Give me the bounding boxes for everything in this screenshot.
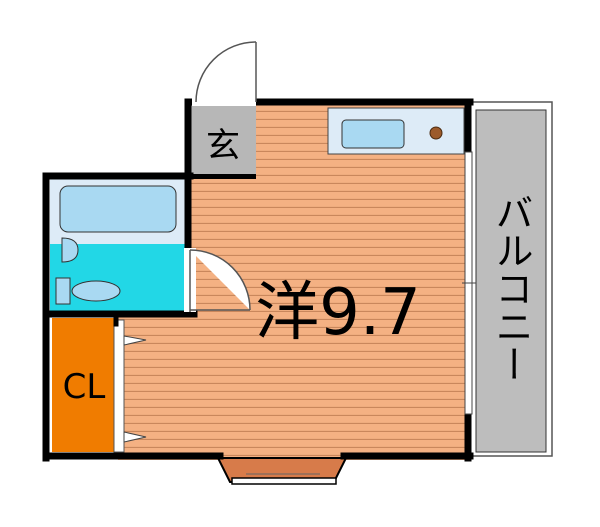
balcony-label: バルコニー (489, 193, 533, 383)
kitchen-counter-icon (327, 107, 465, 155)
toilet-tank (55, 277, 71, 305)
sink-icon (61, 237, 79, 263)
door-swing-icon (184, 248, 251, 312)
toilet-bowl (71, 280, 121, 302)
sink-icon (341, 119, 405, 149)
entrance-label: 玄 (206, 126, 240, 166)
entrance-floor (190, 104, 256, 174)
balcony (469, 101, 553, 457)
hanger-icon (123, 335, 147, 443)
entrance-door-gap (192, 98, 256, 106)
bay-window (216, 457, 348, 485)
entrance-step (190, 174, 256, 179)
bath-door-arc (189, 249, 251, 311)
unit-bath (50, 178, 190, 312)
toilet-icon (55, 277, 121, 305)
stove-knob-icon (429, 126, 443, 140)
bay-window-glass (231, 477, 337, 485)
western-room-label: 洋9.7 (255, 276, 421, 350)
door-swing-icon (192, 41, 257, 106)
closet-floor (52, 318, 114, 452)
closet-door-track (113, 319, 125, 453)
bathtub-icon (59, 185, 177, 233)
balcony-floor (475, 109, 547, 453)
closet-door-arrow-top (123, 335, 147, 346)
closet-door-arrow-bottom (123, 431, 147, 443)
entrance-door-arc (195, 41, 257, 103)
closet-label: CL (63, 367, 106, 407)
